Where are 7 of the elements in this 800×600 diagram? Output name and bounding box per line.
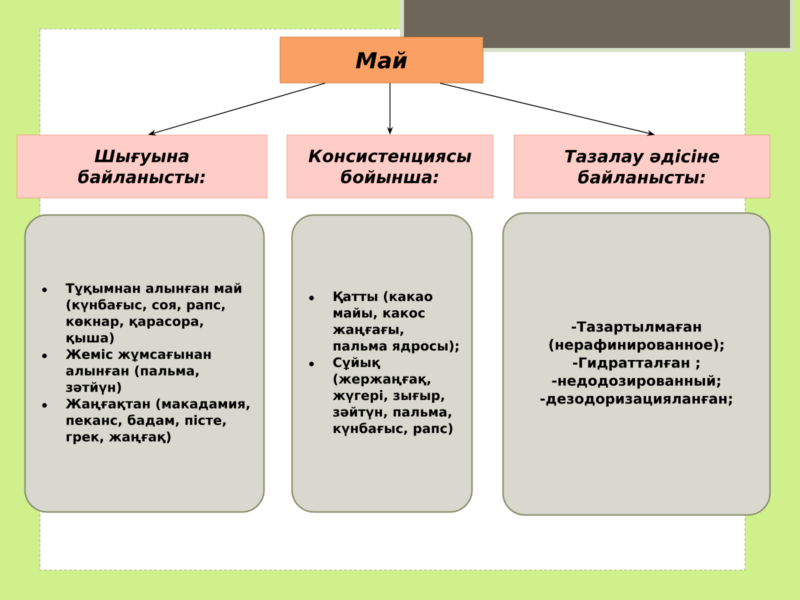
- category-box: Тазалау әдісіне байланысты:: [514, 134, 770, 198]
- title-box: Май: [280, 36, 484, 84]
- description-box: Қатты (какао майы, какос жаңғағы, пальма ядросы); Сұйық (жержаңғақ, жүгері, зығыр, зәйтүн, пальма, күнбағыс, рапс): [291, 214, 473, 513]
- category-box: Консистенциясы бойынша:: [286, 134, 494, 198]
- description-box: -Тазартылмаған (нерафинированное); -Гидратталған ; -недодозированный; -дезодоризацияланған;: [502, 212, 771, 516]
- description-box: Тұқымнан алынған май (күнбағыс, соя, рапс, көкнар, қарасора, қыша) Жеміс жұмсағынан алынған (пальма, зәтйүн) Жаңғақтан (макадамия, пеканс, бадам, пісте, грек, жаңғақ): [24, 214, 265, 513]
- category-box: Шығуына байланысты:: [16, 134, 268, 198]
